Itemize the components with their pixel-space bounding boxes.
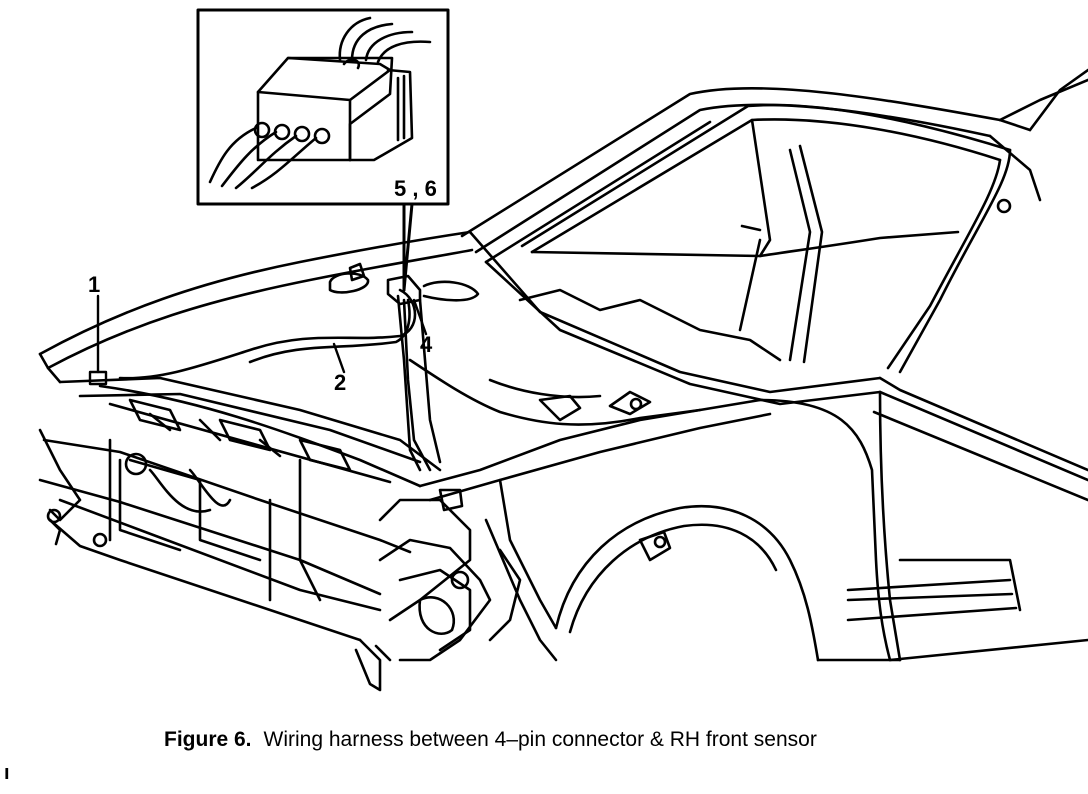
- figure-caption-text: Wiring harness between 4–pin connector &…: [263, 728, 817, 751]
- figure-caption: Figure 6. Wiring harness between 4–pin co…: [164, 728, 1044, 752]
- callout-1: 1: [88, 272, 100, 297]
- connector-inset: [196, 8, 450, 292]
- callout-5-6: 5 , 6: [394, 176, 437, 201]
- figure-caption-label: Figure 6.: [164, 728, 252, 751]
- callout-2: 2: [334, 370, 346, 395]
- page-mark: ı: [4, 762, 10, 784]
- callout-4: 4: [420, 332, 433, 357]
